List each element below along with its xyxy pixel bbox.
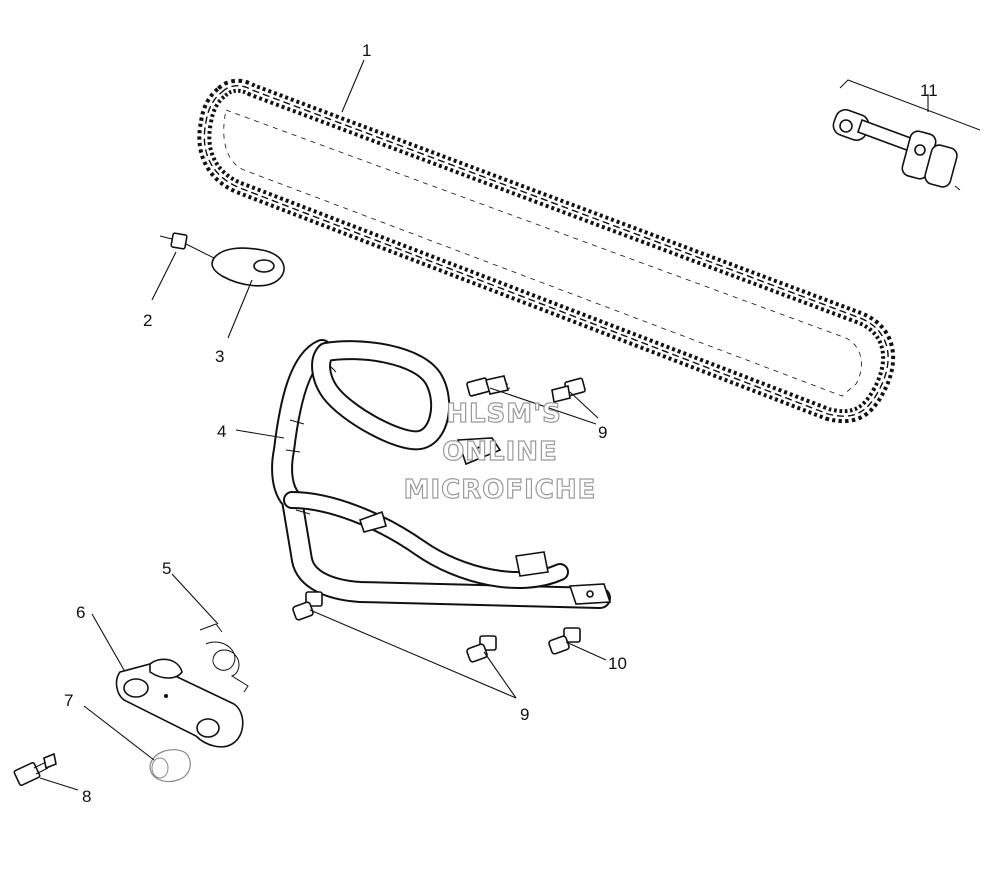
leader-lines (39, 59, 929, 791)
tensioner-roller (149, 749, 191, 783)
callout-1: 1 (362, 41, 371, 60)
callout-labels: 1 2 3 4 5 6 7 8 9 9 10 11 (64, 41, 938, 806)
callout-4: 4 (217, 422, 226, 441)
callout-7: 7 (64, 691, 73, 710)
flange-bolt (548, 627, 581, 655)
callout-10: 10 (608, 654, 627, 673)
bolt-upper-right (551, 377, 586, 403)
watermark: HLSM'S ONLINE MICROFICHE (403, 398, 597, 505)
drive-chain (197, 78, 896, 424)
chain-guard-frame (271, 339, 612, 609)
callout-9-lower: 9 (520, 705, 529, 724)
bolt-lower-right (466, 635, 497, 663)
callout-11: 11 (920, 81, 938, 100)
callout-2: 2 (143, 311, 152, 330)
chain-adjuster-plate (211, 247, 285, 287)
master-link (832, 79, 981, 191)
bolt-lower-left (292, 591, 323, 621)
pivot-bolt (13, 752, 57, 787)
bolt-upper-left (466, 375, 511, 397)
callout-5: 5 (162, 559, 171, 578)
callout-6: 6 (76, 603, 85, 622)
watermark-line-2: ONLINE (442, 437, 558, 467)
callout-8: 8 (82, 787, 91, 806)
adjuster-bolt (159, 232, 223, 263)
callout-9-upper: 9 (598, 423, 607, 442)
tensioner-spring (199, 623, 249, 693)
watermark-line-3: MICROFICHE (404, 475, 597, 505)
callout-3: 3 (215, 347, 224, 366)
tensioner-arm (115, 658, 244, 748)
watermark-line-1: HLSM'S (446, 399, 562, 429)
